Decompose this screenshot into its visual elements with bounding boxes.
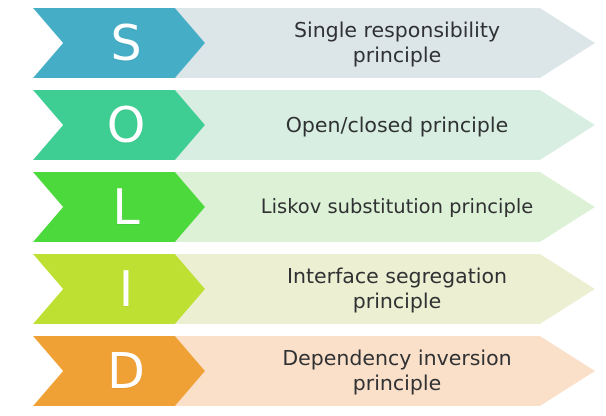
principle-label: Single responsibility principle [293, 18, 500, 67]
principle-row: D Dependency inversion principle [0, 336, 606, 406]
principle-row: S Single responsibility principle [0, 8, 606, 78]
principle-label: Dependency inversion principle [282, 346, 512, 395]
principle-banner-background [165, 254, 595, 324]
principle-letter: L [112, 178, 140, 236]
principle-row: L Liskov substitution principle [0, 172, 606, 242]
principle-banner-background [165, 90, 595, 160]
principle-banner-background [165, 172, 595, 242]
principle-row: O Open/closed principle [0, 90, 606, 160]
principle-banner-background [165, 8, 595, 78]
principle-letter: O [106, 96, 146, 154]
principle-letter: S [110, 14, 142, 72]
principle-label: Open/closed principle [285, 112, 509, 137]
principle-label: Liskov substitution principle [260, 195, 534, 219]
principle-row: I Interface segregation principle [0, 254, 606, 324]
principle-letter: I [118, 260, 134, 318]
principle-banner-background [165, 336, 595, 406]
principle-label: Interface segregation principle [286, 264, 508, 313]
principle-letter: D [107, 342, 145, 400]
